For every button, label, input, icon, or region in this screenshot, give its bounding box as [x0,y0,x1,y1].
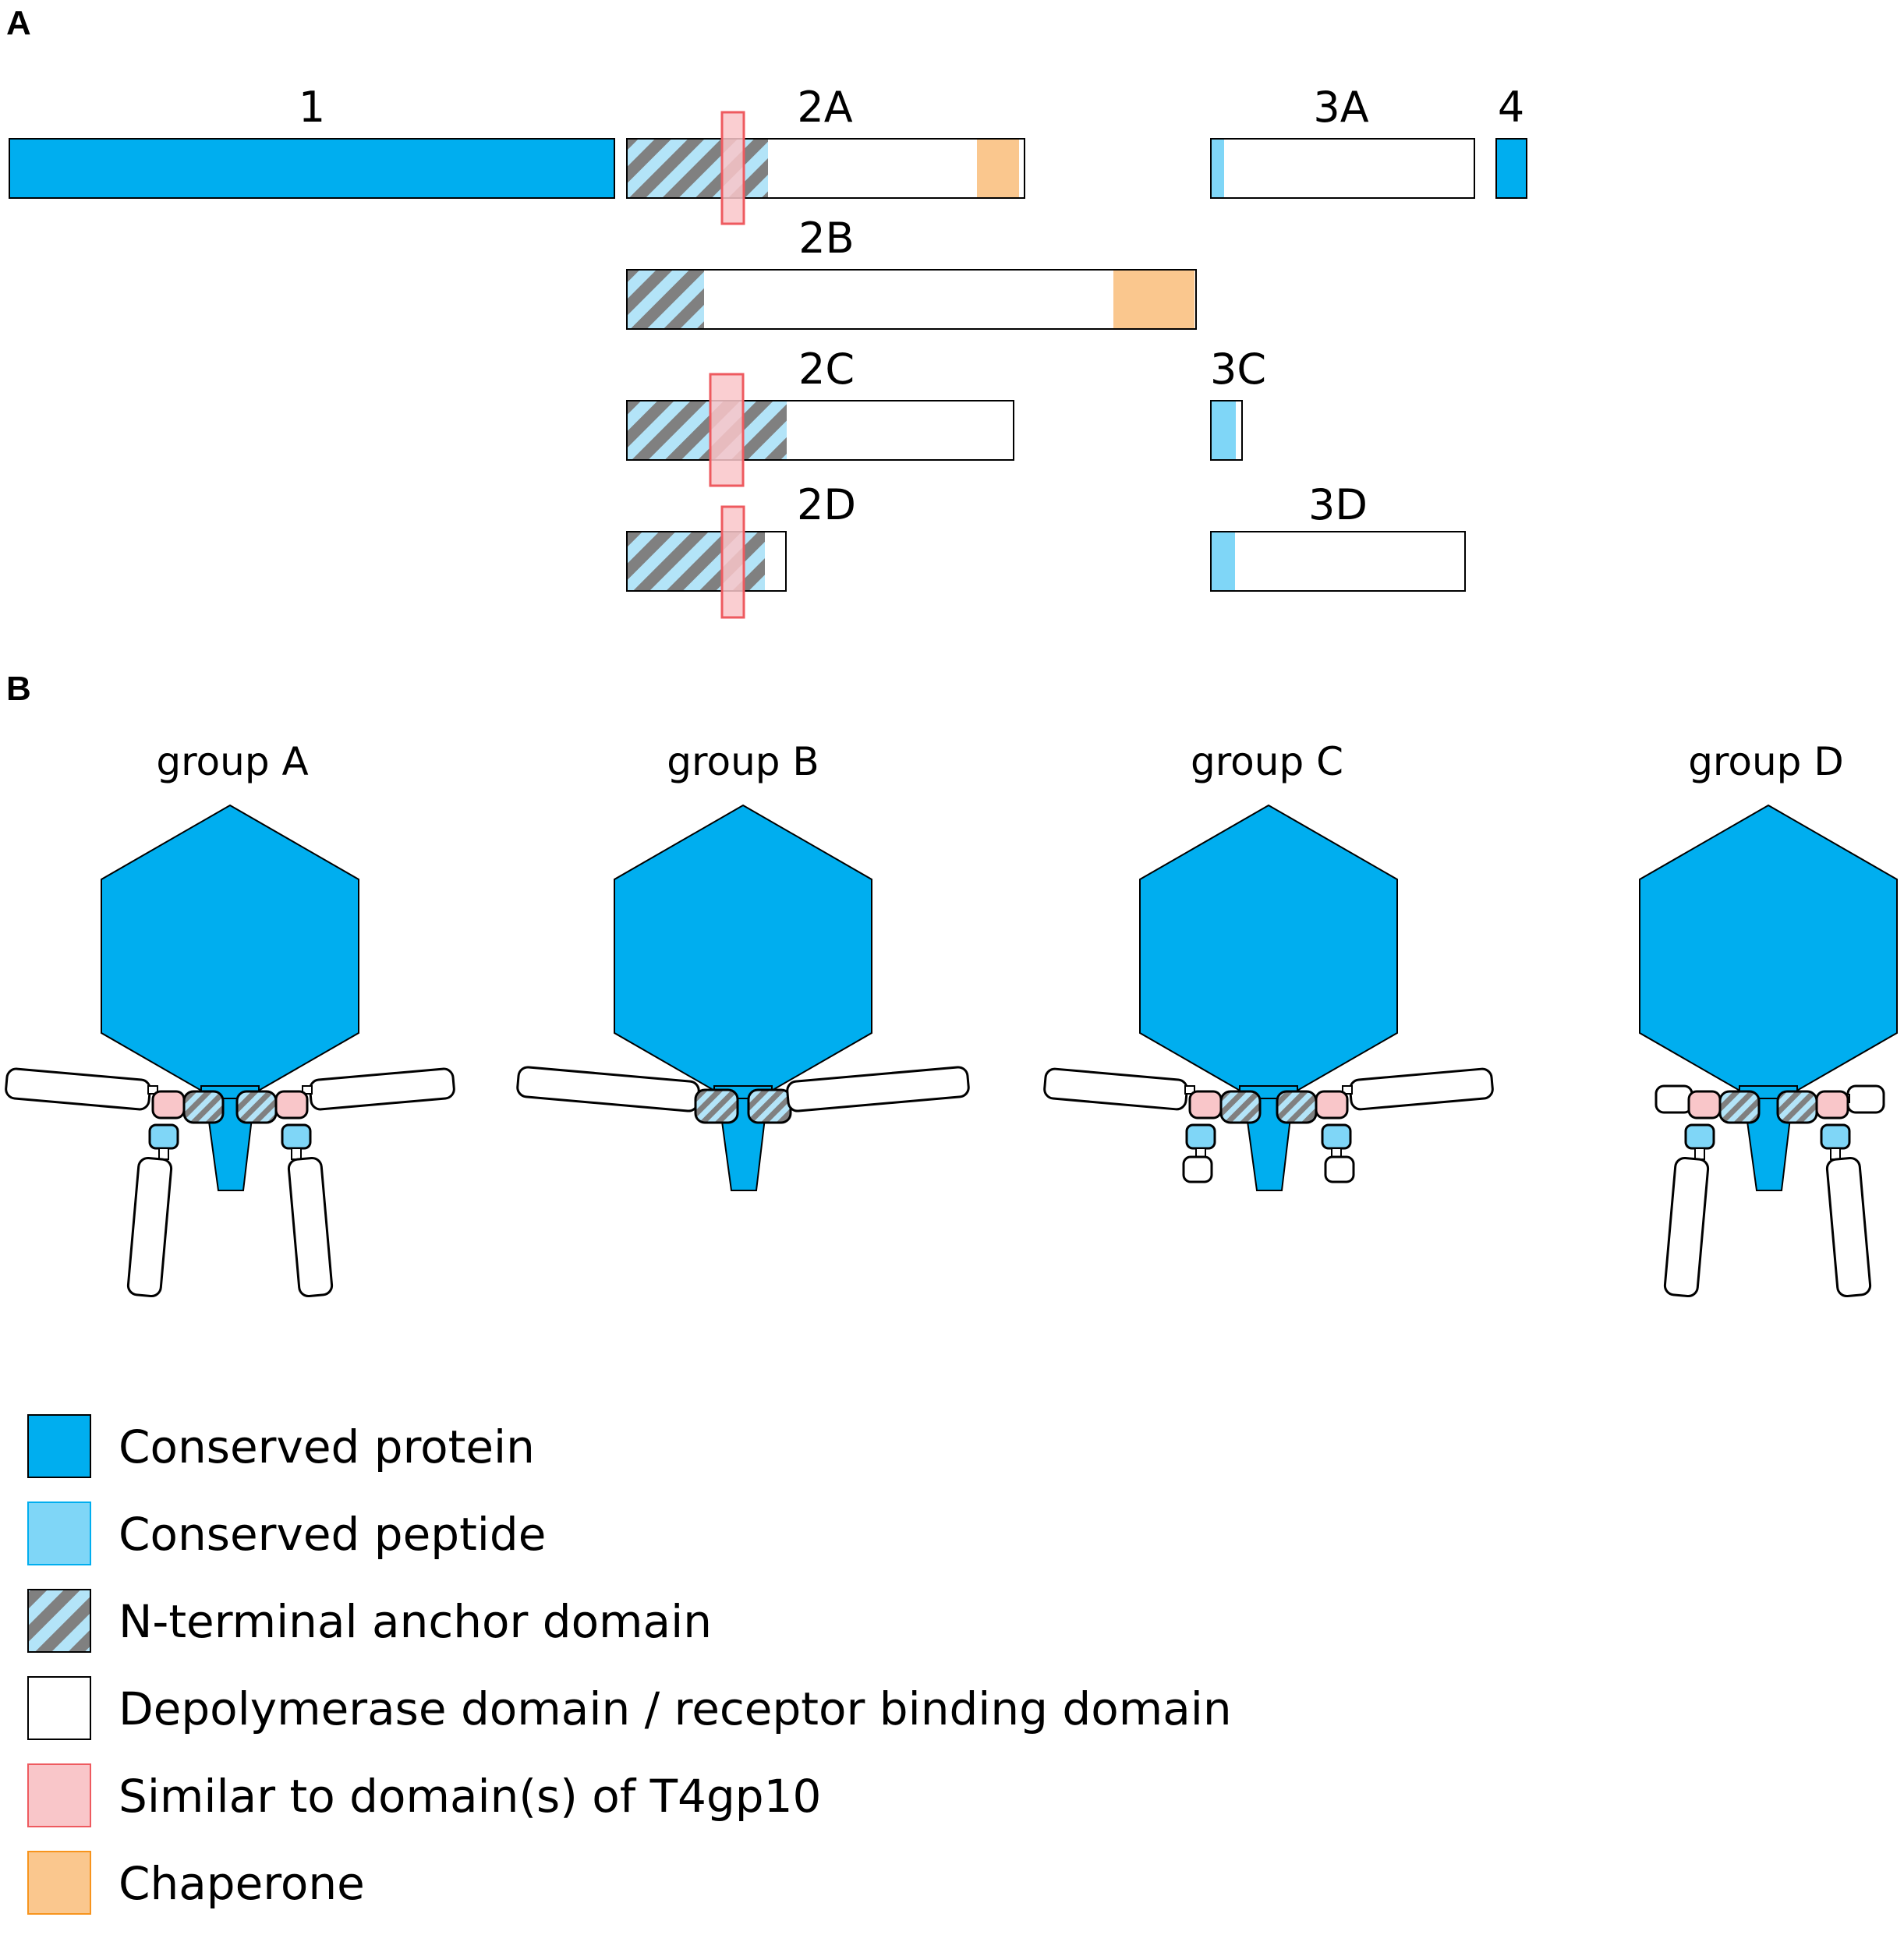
anchor-domain [1219,1090,1262,1124]
capsid-head [1139,804,1398,1109]
anchor-domain [1276,1090,1318,1124]
legend-label: Depolymerase domain / receptor binding d… [119,1682,1232,1735]
white-swatch-icon [27,1676,91,1740]
group-c-label: group C [1191,739,1343,784]
legend: Conserved protein Conserved peptide N-te… [27,1414,1232,1915]
gene-2d-bar [626,505,787,619]
bar-label-2a: 2A [797,83,852,132]
panel-b: group A group B [5,739,1898,1297]
conserved-peptide-domain [1684,1123,1715,1150]
anchor-domain [1776,1090,1818,1124]
phage-group-c: group C [1043,739,1494,1191]
fiber-linker [302,1085,313,1095]
fiber-linker [1830,1148,1841,1160]
gene-4-bar [1495,138,1527,199]
bar-label-1: 1 [299,83,325,132]
anchor-domain [182,1090,225,1124]
group-d-label: group D [1688,739,1844,784]
bar-label-3a: 3A [1313,83,1368,132]
conserved-peptide-domain [281,1123,312,1150]
phage-group-b: group B [516,739,970,1191]
light-blue-swatch-icon [27,1502,91,1565]
capsid-head [101,804,359,1109]
conserved-peptide-domain [1321,1123,1352,1150]
fiber-linker [1184,1085,1195,1095]
fiber-linker [147,1085,158,1095]
t4gp10-domain [274,1090,309,1120]
panel-a-letter: A [6,4,31,42]
gene-2c-bar [626,373,1014,487]
tail-tube [1743,1098,1794,1191]
legend-item-conserved-protein: Conserved protein [27,1414,535,1478]
phage-group-d: group D [1639,739,1898,1297]
legend-item-t4gp10: Similar to domain(s) of T4gp10 [27,1763,821,1827]
gene-1-bar [9,138,615,199]
depolymerase-domain [516,1066,700,1112]
depolymerase-domain [1654,1084,1693,1114]
bar-label-3c: 3C [1210,345,1266,394]
depolymerase-domain [1663,1157,1710,1297]
depolymerase-domain [287,1157,334,1297]
fiber-linker [1694,1148,1705,1160]
bar-label-2d: 2D [797,480,856,529]
fiber-linker [291,1148,302,1160]
bar-label-3d: 3D [1308,480,1368,529]
capsid-head [1639,804,1898,1109]
gene-2a-bar [626,111,1025,225]
legend-label: Chaperone [119,1857,365,1910]
pink-swatch-icon [27,1763,91,1827]
t4gp10-domain [1815,1090,1849,1120]
legend-item-n-terminal-anchor: N-terminal anchor domain [27,1589,712,1653]
anchor-domain [235,1090,278,1124]
group-a-label: group A [156,739,308,784]
group-b-label: group B [667,739,819,784]
phage-group-a: group A [5,739,455,1297]
bar-label-2c: 2C [798,345,855,394]
depolymerase-domain [1182,1155,1213,1183]
solid-blue-swatch-icon [27,1414,91,1478]
panel-a: 1 2A 3A 4 2B 2C 3C 2D 3D [9,83,1527,619]
t4gp10-domain [151,1090,186,1120]
bar-label-4: 4 [1498,83,1524,132]
anchor-domain [694,1088,739,1124]
legend-label: N-terminal anchor domain [119,1595,712,1648]
legend-item-chaperone: Chaperone [27,1851,365,1915]
legend-label: Conserved protein [119,1420,535,1473]
depolymerase-domain [1349,1067,1494,1111]
anchor-domain [747,1088,792,1124]
t4gp10-domain [1315,1090,1349,1120]
depolymerase-domain [1846,1084,1885,1114]
fiber-linker [1342,1085,1353,1095]
conserved-peptide-domain [1820,1123,1851,1150]
bar-label-2b: 2B [798,214,854,263]
depolymerase-domain [126,1157,173,1297]
t4gp10-domain [1687,1090,1722,1120]
capsid-head [614,804,872,1109]
gene-2b-bar [626,269,1197,330]
fiber-linker [158,1148,169,1160]
anchor-domain [1718,1090,1761,1124]
depolymerase-domain [5,1067,151,1111]
depolymerase-domain [786,1066,970,1112]
legend-item-conserved-peptide: Conserved peptide [27,1502,546,1565]
legend-label: Similar to domain(s) of T4gp10 [119,1770,821,1823]
hatched-swatch-icon [27,1589,91,1653]
conserved-peptide-domain [148,1123,179,1150]
legend-item-depolymerase: Depolymerase domain / receptor binding d… [27,1676,1232,1740]
gene-3d-bar [1210,531,1466,592]
conserved-peptide-domain [1185,1123,1216,1150]
legend-label: Conserved peptide [119,1508,546,1561]
depolymerase-domain [1825,1157,1872,1297]
panel-b-letter: B [6,670,31,708]
gene-3a-bar [1210,138,1475,199]
depolymerase-domain [309,1067,455,1111]
t4gp10-domain [1188,1090,1223,1120]
orange-swatch-icon [27,1851,91,1915]
gene-3c-bar [1210,400,1243,461]
depolymerase-domain [1043,1067,1188,1111]
depolymerase-domain [1324,1155,1355,1183]
